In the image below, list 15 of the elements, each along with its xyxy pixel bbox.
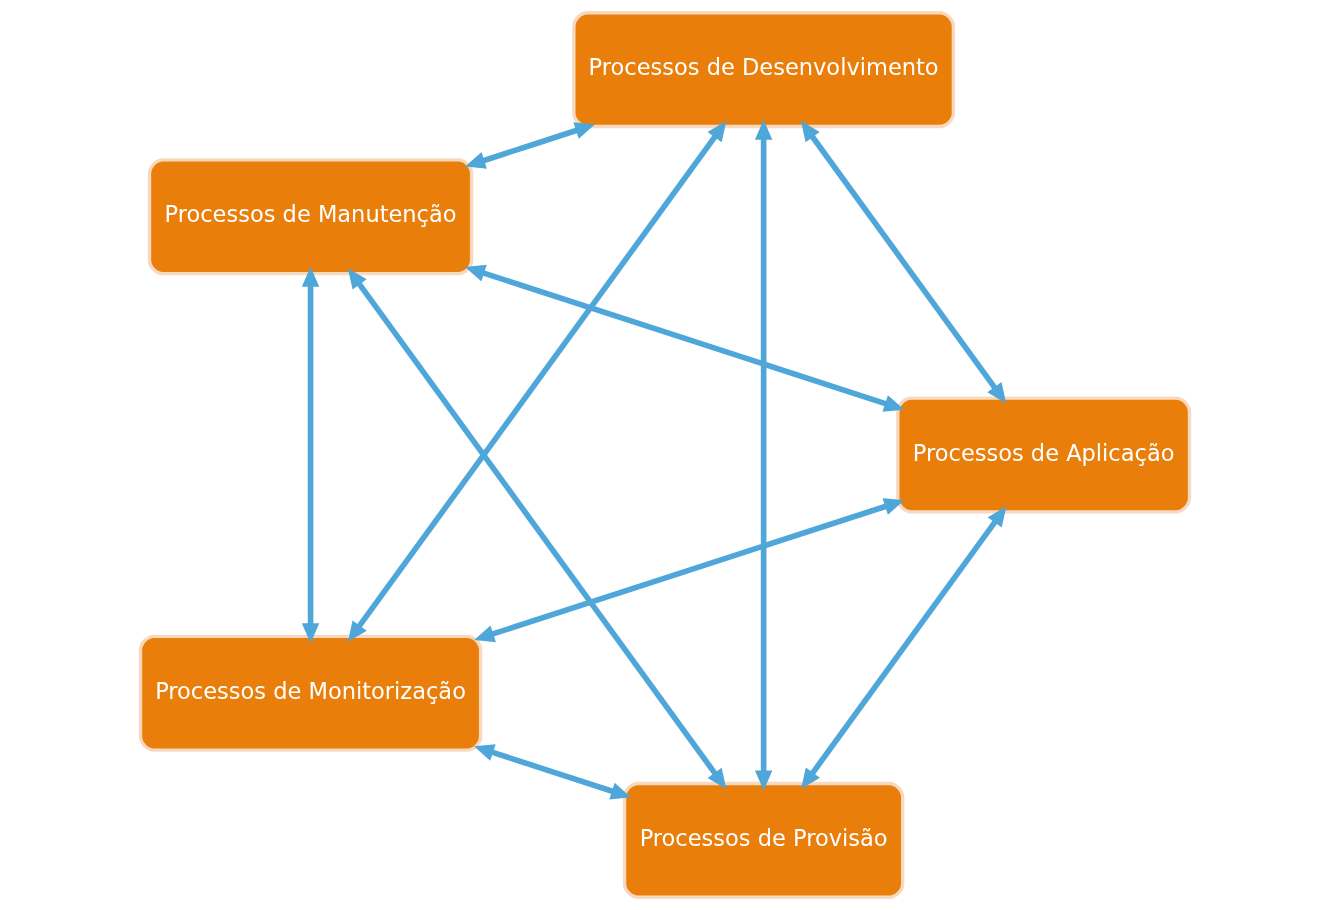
arrow bbox=[301, 266, 320, 644]
node-box: Processos de Manutenção bbox=[147, 158, 474, 276]
arrow bbox=[347, 120, 727, 642]
arrow bbox=[800, 120, 1007, 404]
node-box: Processos de Monitorização bbox=[138, 634, 483, 752]
node-box: Processos de Provisão bbox=[622, 781, 905, 899]
arrow bbox=[347, 268, 727, 790]
arrow bbox=[465, 264, 905, 412]
arrow bbox=[801, 506, 1007, 789]
arrow bbox=[465, 122, 596, 169]
arrow bbox=[474, 744, 631, 800]
node-box: Processos de Aplicação bbox=[896, 396, 1192, 514]
node-box: Processos de Desenvolvimento bbox=[572, 11, 956, 129]
arrow bbox=[754, 119, 773, 791]
arrow bbox=[474, 498, 905, 643]
